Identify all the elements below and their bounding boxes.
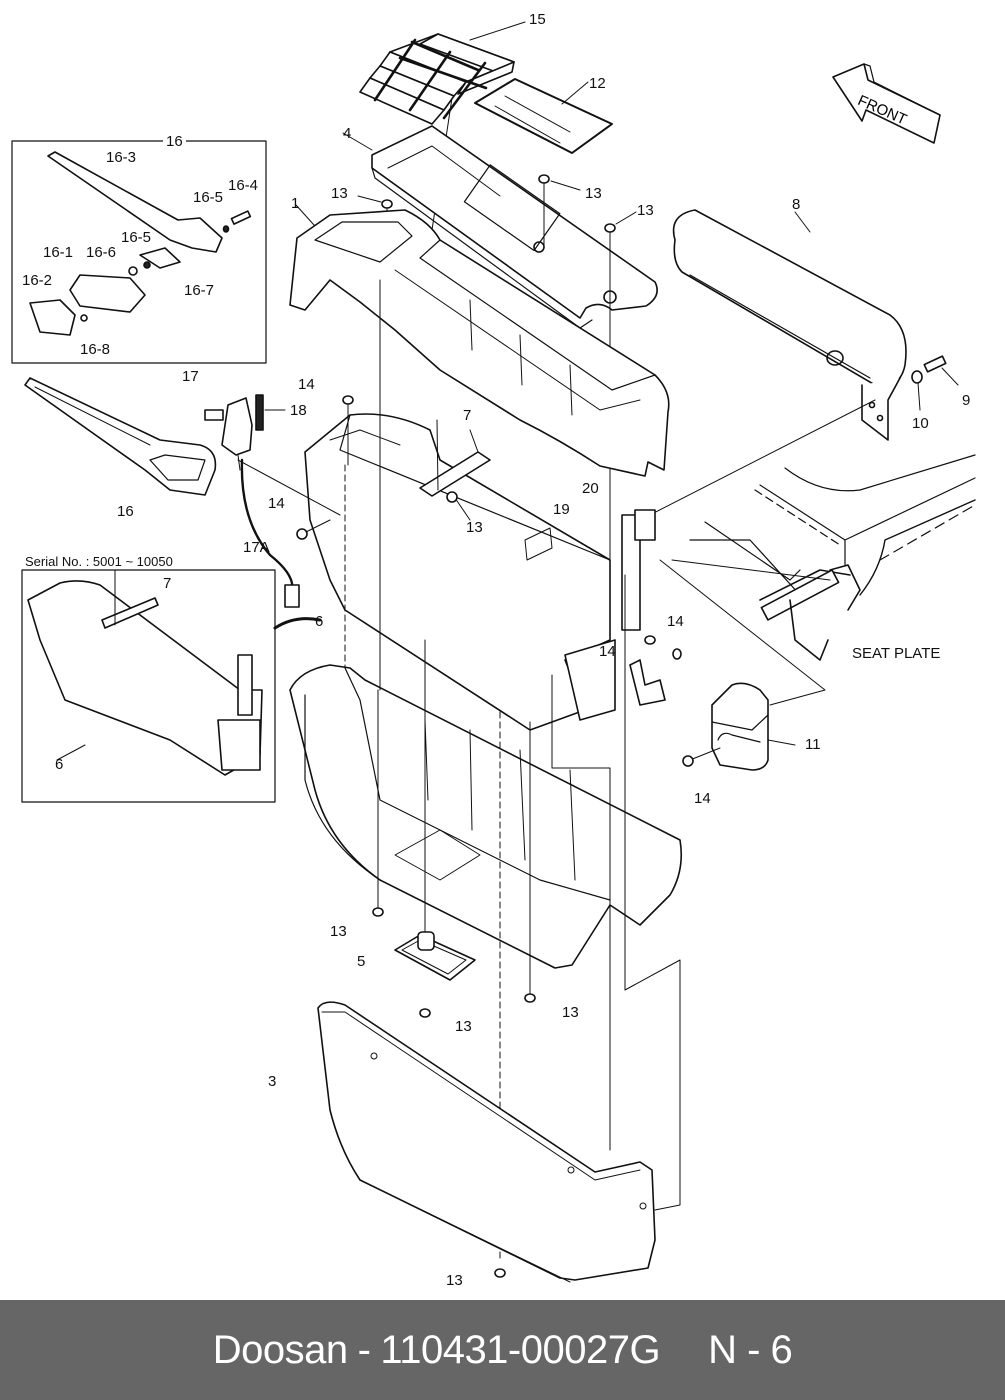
callout-16-5-a: 16-5 xyxy=(193,189,224,206)
leader-latch xyxy=(237,459,341,516)
footer-part-number: 110431-00027G xyxy=(380,1327,661,1372)
callout-16-4: 16-4 xyxy=(228,177,259,194)
part-17-latch xyxy=(204,397,253,471)
pointer-arrow xyxy=(273,617,322,630)
leader-13-c xyxy=(454,497,471,521)
footer-bar: Doosan - 110431-00027G N - 6 xyxy=(0,1300,1005,1400)
inset-box-serial xyxy=(21,569,276,803)
callout-7: 7 xyxy=(463,407,472,424)
callout-14-c: 14 xyxy=(667,613,684,630)
callout-16-5-b: 16-5 xyxy=(121,229,152,246)
callout-13-h: 13 xyxy=(446,1272,463,1289)
callout-14-b: 14 xyxy=(268,495,285,512)
callout-16-7: 16-7 xyxy=(184,282,215,299)
callout-15: 15 xyxy=(529,11,546,28)
inset-box-16 xyxy=(11,140,267,364)
parts-diagram: 15 12 4 13 13 13 1 8 9 10 16 16-3 16-4 1… xyxy=(11,11,976,1289)
callout-8: 8 xyxy=(792,196,801,213)
callout-18: 18 xyxy=(290,402,307,419)
callout-13-f: 13 xyxy=(455,1018,472,1035)
screw-14-cap xyxy=(682,755,694,767)
callout-14-d: 14 xyxy=(599,643,616,660)
callout-16-3: 16-3 xyxy=(106,149,137,166)
screw-13-bracket xyxy=(446,491,458,503)
callout-7-inset: 7 xyxy=(163,575,172,592)
callout-16-group: 16 xyxy=(163,134,186,149)
callout-20: 20 xyxy=(582,480,599,497)
callout-10: 10 xyxy=(912,415,929,432)
leader-13-a xyxy=(357,195,382,203)
callout-16-1: 16-1 xyxy=(43,244,74,261)
callout-13-a: 13 xyxy=(331,185,348,202)
cable-connector xyxy=(284,584,300,608)
footer-page-ref: N - 6 xyxy=(708,1327,793,1372)
footer-brand: Doosan xyxy=(212,1327,348,1372)
serial-range-label: Serial No. : 5001 ~ 10050 xyxy=(25,554,173,569)
screw-13-top-mid xyxy=(538,174,581,246)
footer-dash: - xyxy=(357,1327,371,1372)
part-15-keypad xyxy=(359,33,515,231)
callout-5: 5 xyxy=(357,953,366,970)
callout-4: 4 xyxy=(343,125,352,142)
part-3-side-panel xyxy=(317,1001,656,1283)
inset-serial-frame xyxy=(27,569,263,776)
right-bracket xyxy=(629,635,682,706)
callout-16: 16 xyxy=(117,503,134,520)
seat-plate-label: SEAT PLATE xyxy=(852,645,941,662)
callout-13-e: 13 xyxy=(330,923,347,940)
leader-15 xyxy=(469,21,526,41)
assembly-lines xyxy=(377,279,681,1261)
callout-11: 11 xyxy=(805,736,821,753)
part-5-mat xyxy=(394,931,476,981)
inset-16-lever xyxy=(29,151,252,336)
callout-16-2: 16-2 xyxy=(22,272,53,289)
leader-shaft xyxy=(671,559,831,581)
part-18-spring xyxy=(255,394,286,431)
callout-6-inset: 6 xyxy=(55,756,64,773)
washer-10 xyxy=(911,370,923,411)
callout-17: 17 xyxy=(182,368,199,385)
callout-3: 3 xyxy=(268,1073,277,1090)
screws-13-lower xyxy=(372,907,536,1278)
screw-14-side xyxy=(296,528,308,540)
part-12-pad xyxy=(474,78,613,154)
front-arrow-icon xyxy=(832,63,941,144)
seat-plate xyxy=(689,454,976,661)
callout-19: 19 xyxy=(553,501,570,518)
part-6-frame xyxy=(304,413,656,731)
callout-12: 12 xyxy=(589,75,606,92)
callout-17a: 17A xyxy=(243,539,270,556)
callout-1: 1 xyxy=(291,195,300,212)
callout-13-b: 13 xyxy=(585,185,602,202)
diagram-drawing xyxy=(11,21,976,1283)
part-4-top-tray xyxy=(342,125,658,329)
callout-13-g: 13 xyxy=(562,1004,579,1021)
callout-13-d: 13 xyxy=(466,519,483,536)
bolt-9 xyxy=(923,355,959,386)
callout-6: 6 xyxy=(315,613,324,630)
callout-16-8: 16-8 xyxy=(80,341,111,358)
lower-shell xyxy=(289,664,683,969)
leader-armrest-bracket xyxy=(639,399,876,521)
part-11-cap xyxy=(711,682,769,771)
part-7-bracket xyxy=(419,419,491,497)
part-1-console-shell xyxy=(289,204,670,477)
part-16-lever xyxy=(24,377,217,496)
part-17a-cable xyxy=(240,458,294,592)
callout-9: 9 xyxy=(962,392,971,409)
callout-16-6: 16-6 xyxy=(86,244,117,261)
screw-14-top xyxy=(342,395,354,405)
part-8-armrest xyxy=(672,209,907,441)
callout-13-c: 13 xyxy=(637,202,654,219)
callout-14-e: 14 xyxy=(694,790,711,807)
callout-14-a: 14 xyxy=(298,376,315,393)
